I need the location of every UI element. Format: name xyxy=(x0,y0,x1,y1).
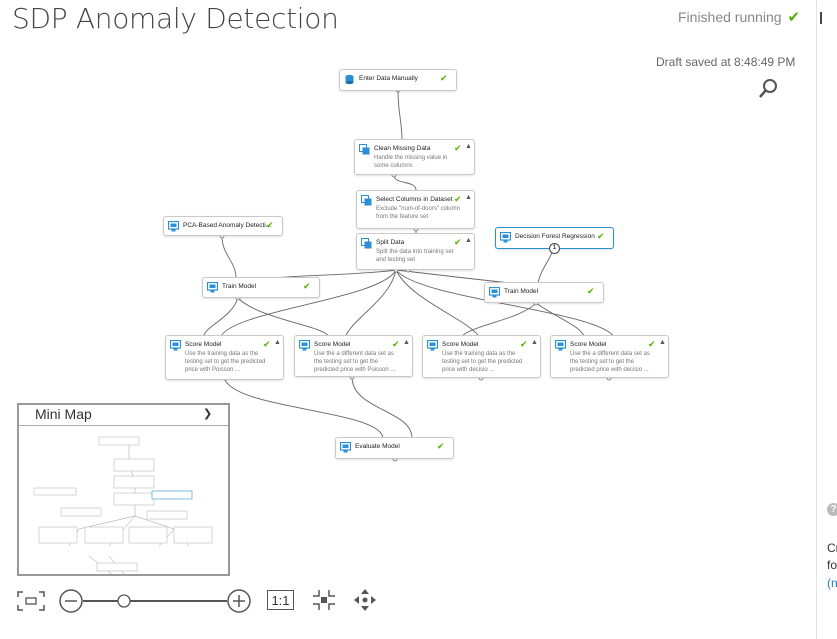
module-train1[interactable]: Train Model ✔ xyxy=(202,277,320,298)
chevron-down-icon[interactable]: ❯ xyxy=(203,408,213,420)
actual-size-button[interactable]: 1:1 xyxy=(267,590,294,610)
module-pca[interactable]: PCA-Based Anomaly Detecti...✔ xyxy=(163,216,283,236)
mini-map[interactable]: Mini Map ❯ xyxy=(17,403,230,576)
zoom-slider[interactable] xyxy=(58,588,254,614)
check-icon: ✔ xyxy=(454,237,462,247)
zoom-to-selection-icon[interactable] xyxy=(311,588,337,612)
run-status: Finished running ✔ xyxy=(678,8,800,26)
module-title: Enter Data Manually xyxy=(359,75,418,82)
check-icon: ✔ xyxy=(440,73,448,83)
module-title: Decision Forest Regression xyxy=(515,233,595,240)
pane-text-1: Cr xyxy=(827,541,837,555)
module-enter[interactable]: Enter Data Manually ✔ xyxy=(339,69,457,91)
check-icon: ✔ xyxy=(454,194,462,204)
help-icon[interactable]: ? xyxy=(827,503,837,516)
check-icon: ✔ xyxy=(392,339,400,349)
module-title: Train Model xyxy=(222,283,257,290)
module-icon xyxy=(426,339,439,351)
mini-map-title: Mini Map xyxy=(35,406,92,422)
collapse-icon[interactable]: ▲ xyxy=(531,339,538,346)
module-title: Train Model xyxy=(504,288,539,295)
check-icon: ✔ xyxy=(437,441,445,451)
module-title: Score Model xyxy=(314,341,351,348)
module-icon xyxy=(206,281,219,293)
draft-saved-label: Draft saved at 8:48:49 PM xyxy=(656,55,796,69)
module-icon xyxy=(359,144,370,155)
mini-map-header: Mini Map ❯ xyxy=(19,405,228,426)
module-description: Use the training data as the testing set… xyxy=(185,351,266,373)
module-description: Use the training data as the testing set… xyxy=(442,351,523,373)
pane-marker xyxy=(820,12,822,24)
mini-map-preview[interactable] xyxy=(19,426,228,574)
pane-text-2: fo xyxy=(827,558,837,572)
collapse-icon[interactable]: ▲ xyxy=(659,339,666,346)
check-icon: ✔ xyxy=(648,339,656,349)
collapse-icon[interactable]: ▲ xyxy=(403,339,410,346)
port-badge: 1 xyxy=(549,243,560,254)
module-description: Use the a different data set as the test… xyxy=(314,351,396,373)
pane-link[interactable]: (n xyxy=(827,576,837,590)
module-title: Clean Missing Data xyxy=(374,145,431,152)
collapse-icon[interactable]: ▲ xyxy=(465,143,472,150)
module-icon xyxy=(361,195,372,206)
canvas-toolbar: 1:1 xyxy=(0,582,400,622)
check-icon: ✔ xyxy=(454,143,462,153)
module-icon xyxy=(554,339,567,351)
pan-icon[interactable] xyxy=(352,587,378,613)
module-icon xyxy=(169,339,182,351)
check-icon: ✔ xyxy=(587,286,595,296)
check-icon: ✔ xyxy=(263,339,271,349)
module-icon xyxy=(344,74,355,85)
module-title: Evaluate Model xyxy=(355,443,400,450)
module-title: Select Columns in Dataset xyxy=(376,196,453,203)
module-title: Score Model xyxy=(442,341,479,348)
module-icon xyxy=(339,441,352,453)
module-icon xyxy=(499,231,512,243)
module-description: Handle the missing value in some columns xyxy=(374,155,448,169)
check-icon: ✔ xyxy=(266,220,274,230)
module-description: Use the a different data set as the test… xyxy=(570,351,650,373)
check-icon: ✔ xyxy=(597,231,605,241)
collapse-icon[interactable]: ▲ xyxy=(465,237,472,244)
collapse-icon[interactable]: ▲ xyxy=(274,339,281,346)
module-icon xyxy=(298,339,311,351)
module-title: PCA-Based Anomaly Detecti... xyxy=(183,222,272,229)
module-icon xyxy=(361,238,372,249)
module-eval[interactable]: Evaluate Model ✔ xyxy=(335,437,454,459)
module-train2[interactable]: Train Model ✔ xyxy=(484,282,604,303)
module-title: Split Data xyxy=(376,239,405,246)
module-description: Exclude "num-of-doors" column from the f… xyxy=(376,206,460,220)
experiment-title: SDP Anomaly Detection xyxy=(12,2,339,35)
success-check-icon: ✔ xyxy=(787,9,801,26)
fit-to-screen-icon[interactable] xyxy=(16,590,46,612)
check-icon: ✔ xyxy=(520,339,528,349)
module-title: Score Model xyxy=(185,341,222,348)
run-status-label: Finished running xyxy=(678,9,782,25)
module-icon xyxy=(167,220,180,232)
check-icon: ✔ xyxy=(303,281,311,291)
module-icon xyxy=(488,286,501,298)
collapse-icon[interactable]: ▲ xyxy=(465,194,472,201)
properties-pane xyxy=(816,0,837,639)
module-description: Split the data into training set and tes… xyxy=(376,249,454,263)
module-title: Score Model xyxy=(570,341,607,348)
search-icon[interactable] xyxy=(757,78,779,100)
